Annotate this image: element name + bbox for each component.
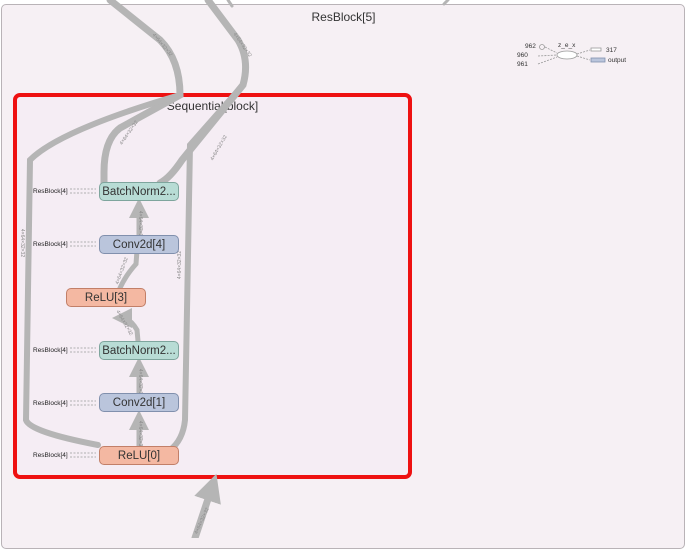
input-stub-relu0 (70, 452, 96, 458)
mini-op-label: z_e_x (558, 42, 576, 49)
edge-outer-top-stub2 (442, 0, 450, 6)
edge-outer-top-stub1 (226, 0, 234, 8)
node-conv2d-1[interactable]: Conv2d[1] (99, 393, 179, 412)
edge-outer-top-right (156, 0, 250, 187)
resblock-title: ResBlock[5] (311, 10, 376, 24)
node-batchnorm-top[interactable]: BatchNorm2... (99, 182, 179, 201)
node-relu-0[interactable]: ReLU[0] (99, 446, 179, 465)
input-label-conv4: ResBlock[4] (33, 241, 68, 248)
node-conv2d-4[interactable]: Conv2d[4] (99, 235, 179, 254)
mini-output-1: 317 (606, 47, 617, 54)
input-stub-conv1 (70, 400, 96, 406)
edge-label-right-skip: 4×64×32×32 (177, 250, 184, 280)
edge-relu3-in (117, 234, 141, 291)
input-stub-conv4 (70, 241, 96, 247)
mini-input-2: 960 (517, 52, 528, 59)
input-label-bn-top: ResBlock[4] (33, 188, 68, 195)
sequential-block-title: Sequential[block] (166, 99, 259, 113)
input-label-bn-mid: ResBlock[4] (33, 347, 68, 354)
edge-bottom-in (191, 473, 221, 538)
edge-outer-top-left (100, 0, 184, 188)
input-stub-bn-top (70, 188, 96, 194)
mini-input-1: 962 (525, 43, 536, 50)
edge-label-left-skip: 4×64×32×32 (19, 228, 26, 258)
edge-label-conv1-in: 4×64×32×32 (137, 420, 144, 450)
node-batchnorm-mid[interactable]: BatchNorm2... (99, 341, 179, 360)
edge-bn-mid-conv4-1 (112, 308, 141, 344)
edge-layer (22, 0, 606, 538)
sequential-block-selected[interactable] (13, 93, 412, 479)
mini-graph (537, 44, 606, 65)
input-label-conv1: ResBlock[4] (33, 400, 68, 407)
mini-input-3: 961 (517, 61, 528, 68)
input-label-relu0: ResBlock[4] (33, 452, 68, 459)
input-stub-bn-mid (70, 347, 96, 353)
edge-left-skip (22, 92, 183, 448)
mini-output-2: output (608, 57, 627, 64)
node-relu-3[interactable]: ReLU[3] (66, 288, 146, 307)
